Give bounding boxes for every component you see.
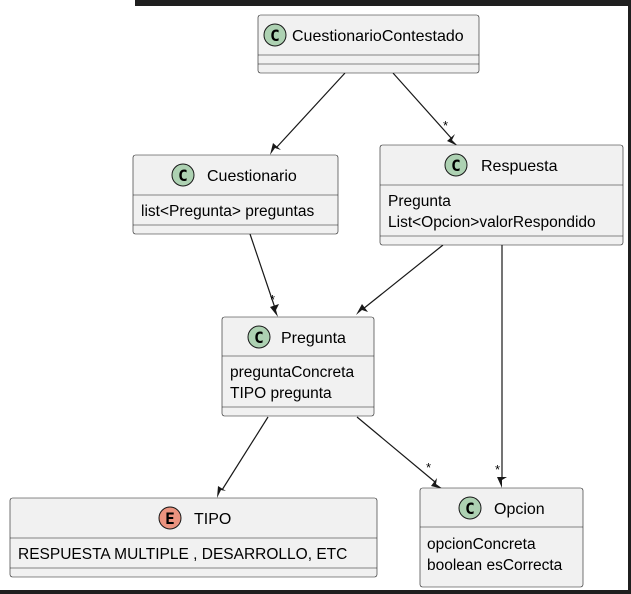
class-attribute: Pregunta [388, 193, 451, 210]
stereotype-letter: C [178, 166, 188, 185]
stereotype-letter: C [465, 499, 475, 518]
class-name: Cuestionario [207, 168, 297, 185]
class-attribute: preguntaConcreta [230, 364, 354, 381]
enum-name: TIPO [194, 511, 231, 528]
class-respuesta: C Respuesta Pregunta List<Opcion>valorRe… [379, 144, 624, 246]
window-frame-top [135, 0, 631, 6]
class-attribute: opcionConcreta [427, 536, 536, 553]
class-name: Opcion [494, 501, 545, 518]
class-name: Respuesta [481, 158, 558, 175]
class-cuestionariocontestado: C CuestionarioContestado [257, 14, 480, 74]
class-attribute: boolean esCorrecta [427, 557, 563, 574]
class-name: Pregunta [281, 330, 346, 347]
class-attribute: list<Pregunta> preguntas [141, 203, 314, 220]
relation-respuesta-pregunta [356, 244, 444, 315]
enum-tipo: E TIPO RESPUESTA MULTIPLE , DESARROLLO, … [9, 497, 378, 578]
window-frame-right [628, 0, 631, 594]
class-stereotype-icon [247, 325, 271, 349]
class-attribute: List<Opcion>valorRespondido [388, 214, 596, 231]
multiplicity-label: * [426, 460, 431, 475]
relation-respuesta-opcion: * [495, 245, 507, 488]
enum-values: RESPUESTA MULTIPLE , DESARROLLO, ETC [18, 546, 347, 563]
multiplicity-label: * [443, 118, 448, 133]
relation-cuestionariocontestado-cuestionario [270, 72, 346, 155]
class-pregunta: C Pregunta preguntaConcreta TIPO pregunt… [221, 316, 375, 417]
class-attribute: TIPO pregunta [230, 385, 332, 402]
class-cuestionario: C Cuestionario list<Pregunta> preguntas [132, 154, 339, 235]
multiplicity-label: * [495, 462, 500, 477]
enum-stereotype-icon [158, 506, 182, 530]
relation-pregunta-opcion: * [356, 416, 443, 489]
window-frame-bottom [0, 590, 631, 594]
multiplicity-label: * [270, 292, 275, 307]
stereotype-letter: C [451, 156, 461, 175]
stereotype-letter: E [165, 509, 175, 528]
stereotype-letter: C [254, 328, 264, 347]
class-stereotype-icon [444, 153, 468, 177]
class-stereotype-icon [458, 496, 482, 520]
class-name: CuestionarioContestado [292, 28, 464, 45]
relation-pregunta-tipo [217, 416, 269, 498]
class-stereotype-icon [263, 23, 287, 47]
class-opcion: C Opcion opcionConcreta boolean esCorrec… [419, 487, 584, 588]
class-stereotype-icon [171, 163, 195, 187]
stereotype-letter: C [270, 26, 280, 45]
relation-cuestionariocontestado-respuesta: * [392, 72, 458, 146]
relation-cuestionario-pregunta: * [249, 233, 279, 317]
